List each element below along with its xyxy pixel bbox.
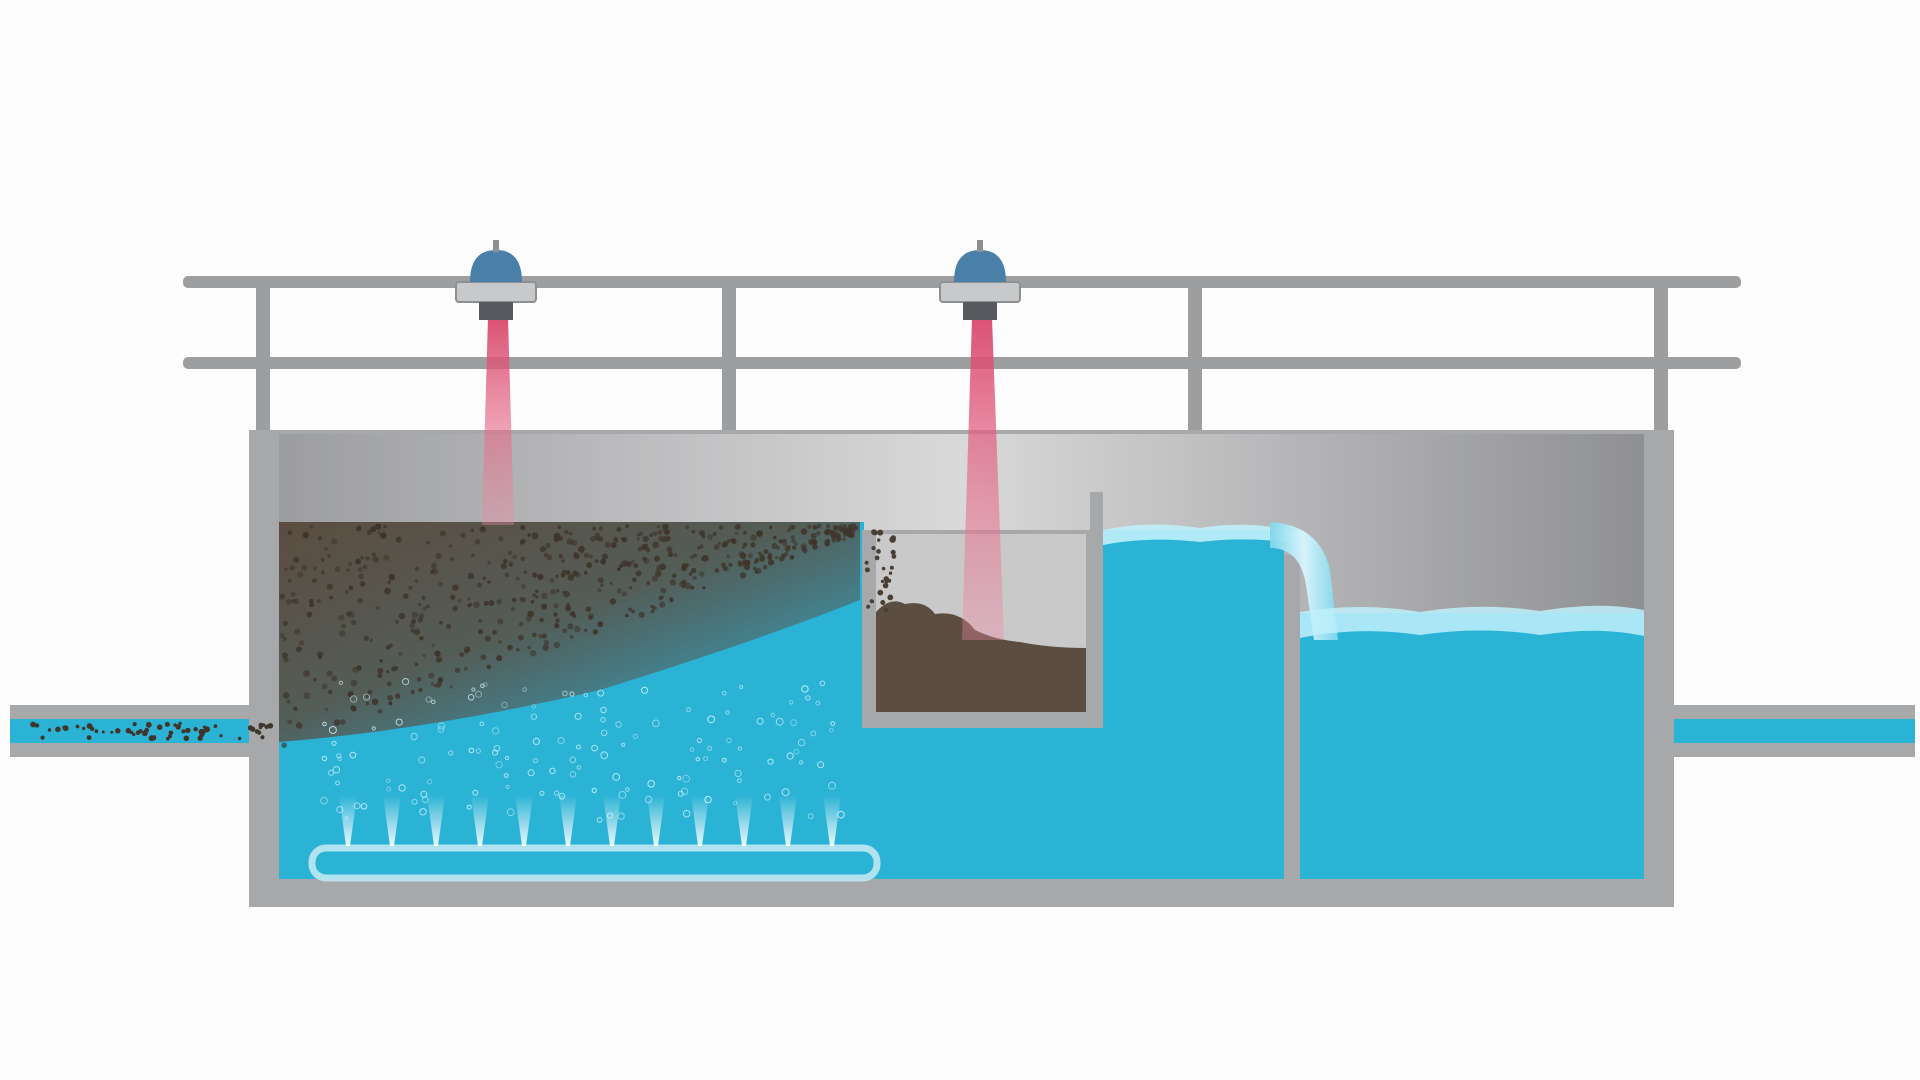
effluent-weir: [1090, 492, 1103, 728]
falling-sludge: [864, 529, 897, 613]
inlet-pipe: [10, 705, 280, 757]
railing-post: [256, 282, 270, 434]
air-spray-nozzle: [471, 795, 489, 846]
radar-level-sensor: [455, 240, 537, 525]
air-bubbles: [320, 678, 845, 823]
railing-post: [1188, 282, 1202, 434]
air-spray-nozzle: [339, 795, 357, 846]
radar-beam: [482, 318, 514, 525]
radar-beam: [962, 318, 1004, 640]
air-spray-nozzle: [779, 795, 797, 846]
air-diffuser-nozzles: [339, 795, 841, 846]
weir-surface-foam: [1103, 524, 1300, 545]
clear-water-surface-foam: [1300, 605, 1644, 638]
railing-post: [1654, 282, 1668, 434]
air-spray-nozzle: [647, 795, 665, 846]
air-spray-nozzle: [383, 795, 401, 846]
railing-post: [722, 282, 736, 434]
sludge-particles: [30, 523, 859, 748]
air-spray-nozzle: [559, 795, 577, 846]
radar-level-sensor: [939, 240, 1021, 640]
air-spray-nozzle: [603, 795, 621, 846]
clear-water-chamber: [1300, 613, 1644, 879]
air-spray-nozzle: [515, 795, 533, 846]
weir-channel-water: [1103, 530, 1284, 879]
outlet-pipe: [1640, 705, 1915, 757]
aeration-pipe: [308, 795, 881, 882]
divider-wall: [1284, 555, 1300, 879]
scum-layer: [30, 522, 860, 748]
air-spray-nozzle: [427, 795, 445, 846]
railing: [183, 276, 1741, 434]
air-spray-nozzle: [691, 795, 709, 846]
air-spray-nozzle: [735, 795, 753, 846]
collected-sludge: [876, 601, 1086, 712]
railing-mid-rail: [183, 357, 1741, 369]
air-spray-nozzle: [823, 795, 841, 846]
